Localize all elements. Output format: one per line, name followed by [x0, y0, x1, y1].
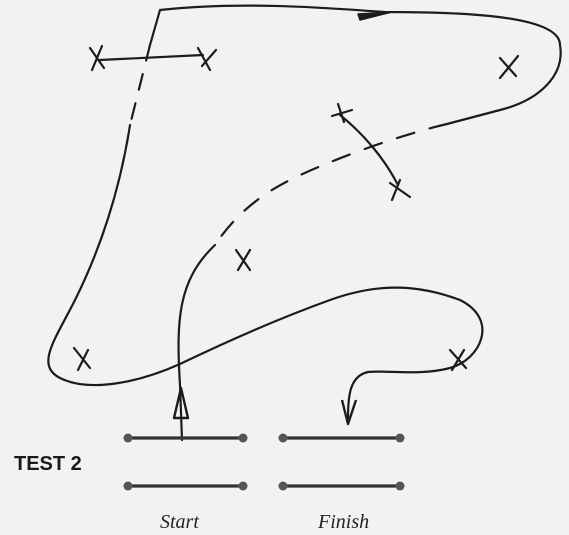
marker-x-4 [330, 102, 354, 124]
marker-x-8 [448, 348, 468, 372]
marker-x-7 [72, 346, 92, 372]
marker-x-6 [234, 248, 252, 272]
marker-x-3 [498, 54, 520, 80]
finish-label: Finish [317, 511, 369, 533]
route-path [47, 4, 562, 442]
marker-x-2 [196, 46, 218, 72]
test-label: TEST 2 [14, 453, 82, 475]
arrow-finish [340, 399, 358, 426]
arrow-top [357, 11, 393, 21]
marker-x-1 [88, 44, 106, 72]
finish-gate [278, 433, 405, 491]
dashed-route-middle [213, 122, 449, 247]
marker-x-5 [388, 178, 412, 202]
start-label: Start [160, 511, 199, 533]
obstacle-connector-top [98, 53, 205, 62]
obstacle-connector-right [338, 113, 400, 187]
start-gate [123, 433, 248, 491]
arrow-start [172, 386, 190, 420]
